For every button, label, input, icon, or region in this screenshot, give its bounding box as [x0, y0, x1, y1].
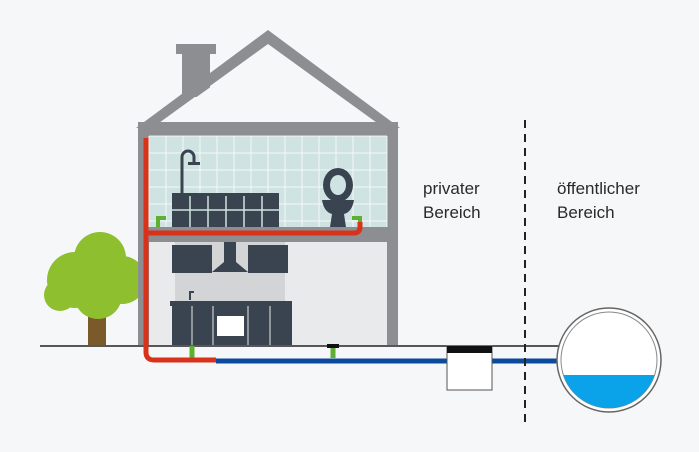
shower-icon [180, 149, 196, 195]
faucet-icon [189, 291, 194, 300]
upper-cabinet-icon [172, 245, 212, 273]
tree-icon [44, 232, 146, 345]
downpipe [143, 138, 216, 363]
private-area-label-line2: Bereich [423, 203, 481, 222]
house-roof [136, 30, 400, 128]
drain-pipes [143, 138, 560, 364]
toilet-icon [322, 168, 354, 227]
bathroom [148, 135, 388, 227]
extractor-hood-icon [212, 242, 248, 272]
kitchen [149, 242, 387, 345]
upper-cabinet-icon [248, 245, 288, 273]
public-area-label-line2: Bereich [557, 203, 615, 222]
upper-floor-drain-pipe [146, 222, 363, 236]
public-area-label: öffentlicher Bereich [557, 177, 640, 225]
inspection-chamber [446, 345, 493, 391]
oven-icon [217, 316, 244, 336]
private-area-label: privater Bereich [423, 177, 481, 225]
private-area-label-line1: privater [423, 179, 480, 198]
bathtub-connector-pipe [156, 216, 166, 227]
public-area-label-line1: öffentlicher [557, 179, 640, 198]
public-sewer [556, 307, 662, 413]
